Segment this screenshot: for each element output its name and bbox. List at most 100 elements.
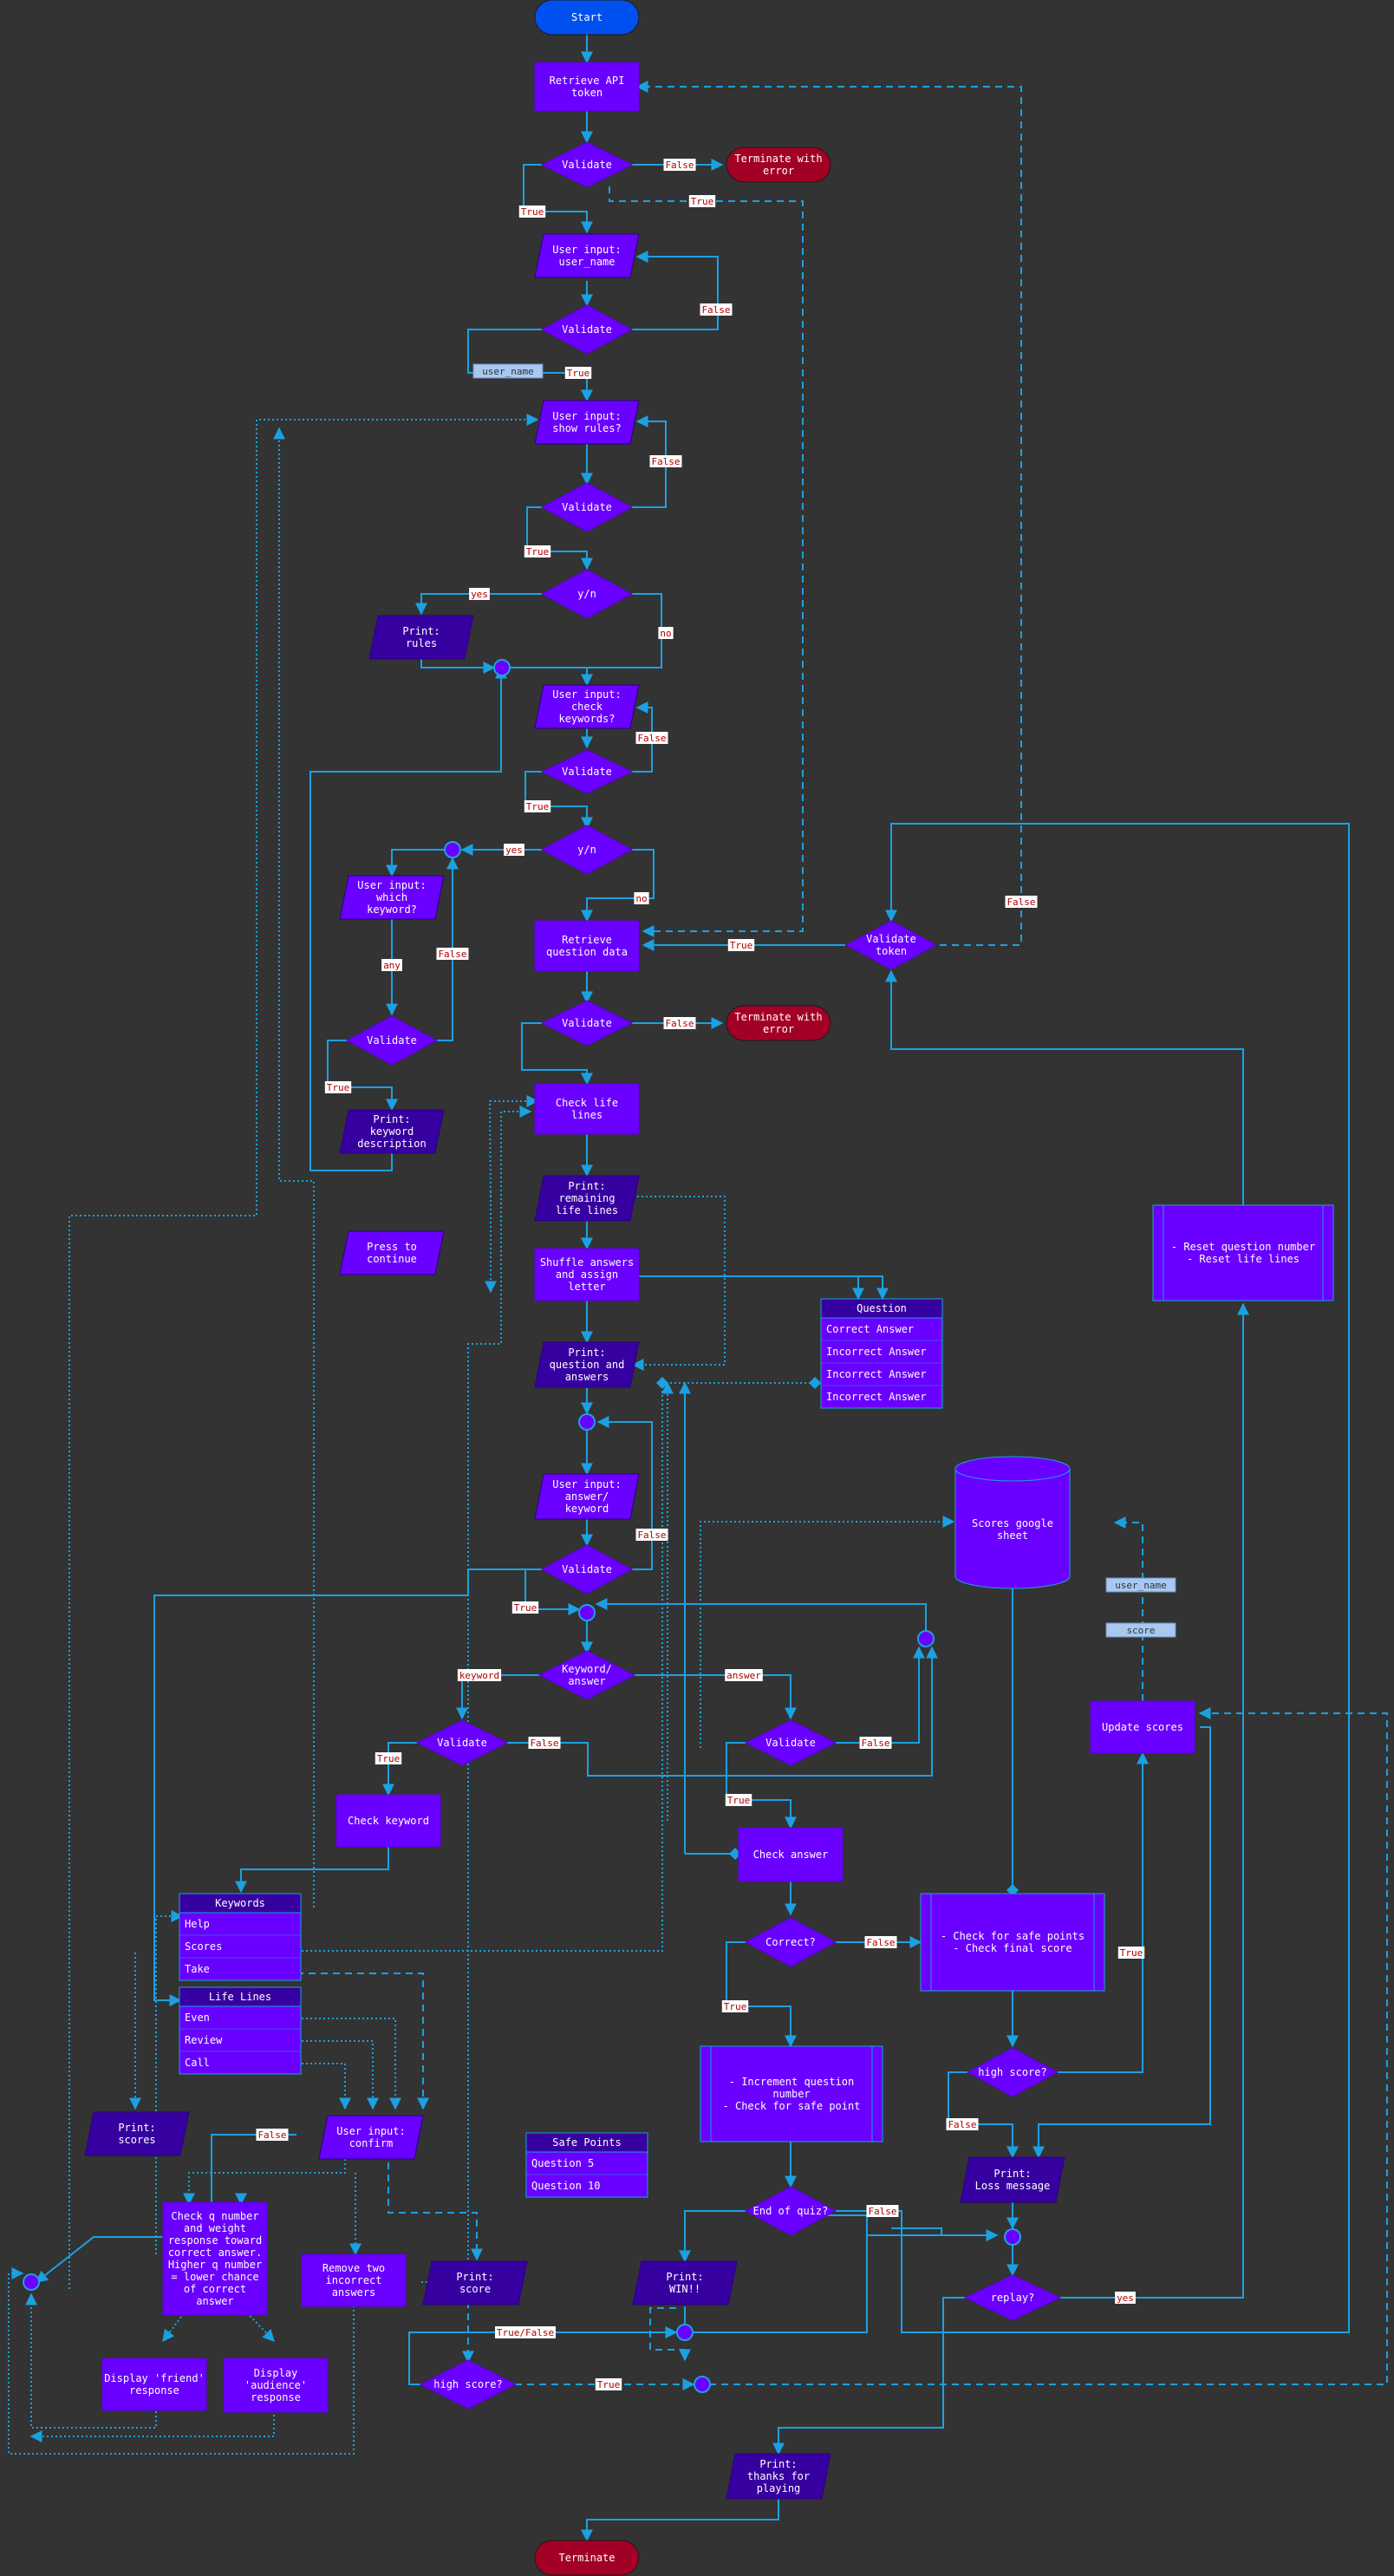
validate-question-decision-shape: [540, 1000, 634, 1047]
flow-connector: [521, 1022, 593, 1086]
edge-label-false_confirm: False: [256, 2129, 289, 2141]
print-score-label: Print:score: [456, 2271, 493, 2295]
edge-label-text: True: [521, 206, 544, 218]
edge-label-text: False: [701, 304, 730, 316]
audience-response-process-shape: [223, 2358, 329, 2413]
edge-label-bg: [504, 844, 524, 856]
highscore-update: [709, 1707, 1388, 2385]
print-win-label: Print:WIN!!: [666, 2271, 703, 2295]
lifelines-table-title: Life Lines: [209, 1991, 271, 2003]
edge-label-text: True/False: [497, 2327, 554, 2338]
edge-label-any: any: [381, 959, 402, 971]
edge-label-bg: [524, 800, 551, 812]
edge-label-text: False: [651, 456, 680, 467]
edge-label-true_keywords: True: [524, 800, 551, 812]
question-table-row: Incorrect Answer: [826, 1391, 927, 1403]
yn-rules-decision: y/n: [540, 569, 634, 619]
validate-answer-decision-label: Validate: [562, 1563, 612, 1575]
edge-label-bg: [859, 1737, 892, 1749]
username-variable-2: user_name: [1105, 1577, 1176, 1593]
high-score2-decision-shape: [419, 2359, 518, 2410]
terminate-error2-terminal-shape: [726, 1005, 831, 1041]
print-lifelines-shape: [534, 1175, 640, 1222]
edge-label-text: True: [526, 801, 550, 812]
input-which-keyword-shape: [339, 875, 445, 920]
correct-decision-shape: [744, 1917, 837, 1967]
print-question-shape: [534, 1341, 640, 1388]
print-score: Print:score: [422, 2260, 528, 2305]
input-username: User input:user_name: [534, 233, 640, 278]
friend-response-process: Display 'friend'response: [101, 2358, 207, 2411]
edge-label-text: True: [327, 1082, 350, 1093]
keyword-answer-decision-label: Keyword/answer: [562, 1663, 612, 1687]
high-score2-decision-label: high score?: [433, 2378, 502, 2390]
validate-answer-decision-shape: [540, 1544, 634, 1595]
flow-connector: [885, 969, 1244, 1255]
start-terminal-shape: [534, 0, 640, 36]
keywords-table-title: Keywords: [215, 1897, 265, 1909]
question-table-header: [820, 1298, 943, 1319]
edge-label-text: False: [868, 2206, 896, 2217]
check-answer-process-label: Check answer: [753, 1849, 829, 1861]
question-table-row: Incorrect Answer: [826, 1368, 927, 1380]
edge-label-bg: [518, 205, 546, 218]
edge-label-false_question: False: [663, 1017, 696, 1029]
merge-point: [917, 1630, 935, 1647]
validate-question-decision: Validate: [540, 1000, 634, 1047]
edge-label-text: False: [257, 2129, 286, 2141]
validate-rules-decision: Validate: [540, 482, 634, 532]
input-show-rules: User input:show rules?: [534, 400, 640, 445]
edge-label-true_high2: True: [595, 2378, 622, 2390]
validate-rules-decision-shape: [540, 482, 634, 532]
edge-label-text: yes: [471, 589, 488, 600]
keywords-table-header: [179, 1893, 302, 1914]
edge-label-bg: [528, 1737, 561, 1749]
scores-sheet-database-body: [954, 1469, 1071, 1589]
edge-label-bg: [649, 455, 682, 467]
update-scores-process: Update scores: [1090, 1700, 1195, 1754]
validate-keywords-decision: Validate: [540, 749, 634, 794]
edge-label-no_keywords: no: [634, 892, 649, 904]
start-terminal: Start: [534, 0, 640, 36]
input-show-rules-label: User input:show rules?: [552, 410, 621, 434]
validate-username-decision-shape: [540, 304, 634, 355]
replay-decision-shape: [963, 2274, 1062, 2321]
merge-point: [694, 2376, 711, 2393]
score-variable: score: [1105, 1622, 1176, 1638]
input-check-keywords-shape: [534, 684, 640, 729]
username-variable: user_name: [472, 363, 544, 379]
edge-label-false_terminate1: False: [663, 159, 696, 171]
print-rules-shape: [368, 615, 474, 660]
validate-token-decision-shape: [540, 141, 634, 188]
check-q-number-process-shape: [162, 2201, 268, 2316]
flow-connector: [309, 666, 507, 1171]
validate-username-decision-label: Validate: [562, 323, 612, 336]
retrieve-token-process-shape: [534, 62, 640, 112]
edge-label-bg: [658, 627, 674, 639]
high-score-decision-label: high score?: [978, 2066, 1046, 2078]
validate-which-decision-label: Validate: [367, 1034, 417, 1047]
high-score-decision-shape: [966, 2047, 1059, 2097]
correct-decision: Correct?: [744, 1917, 837, 1967]
validate-kw-decision-shape: [415, 1719, 509, 1766]
merge-point: [578, 1413, 596, 1431]
edge-label-text: yes: [505, 845, 523, 856]
edge-label-text: True: [377, 1753, 401, 1764]
edge-label-yes_keywords: yes: [504, 844, 524, 856]
edge-label-true_answer: True: [511, 1601, 539, 1614]
validate-which-decision: Validate: [345, 1015, 439, 1066]
input-answer-label: User input:answer/keyword: [552, 1478, 621, 1515]
